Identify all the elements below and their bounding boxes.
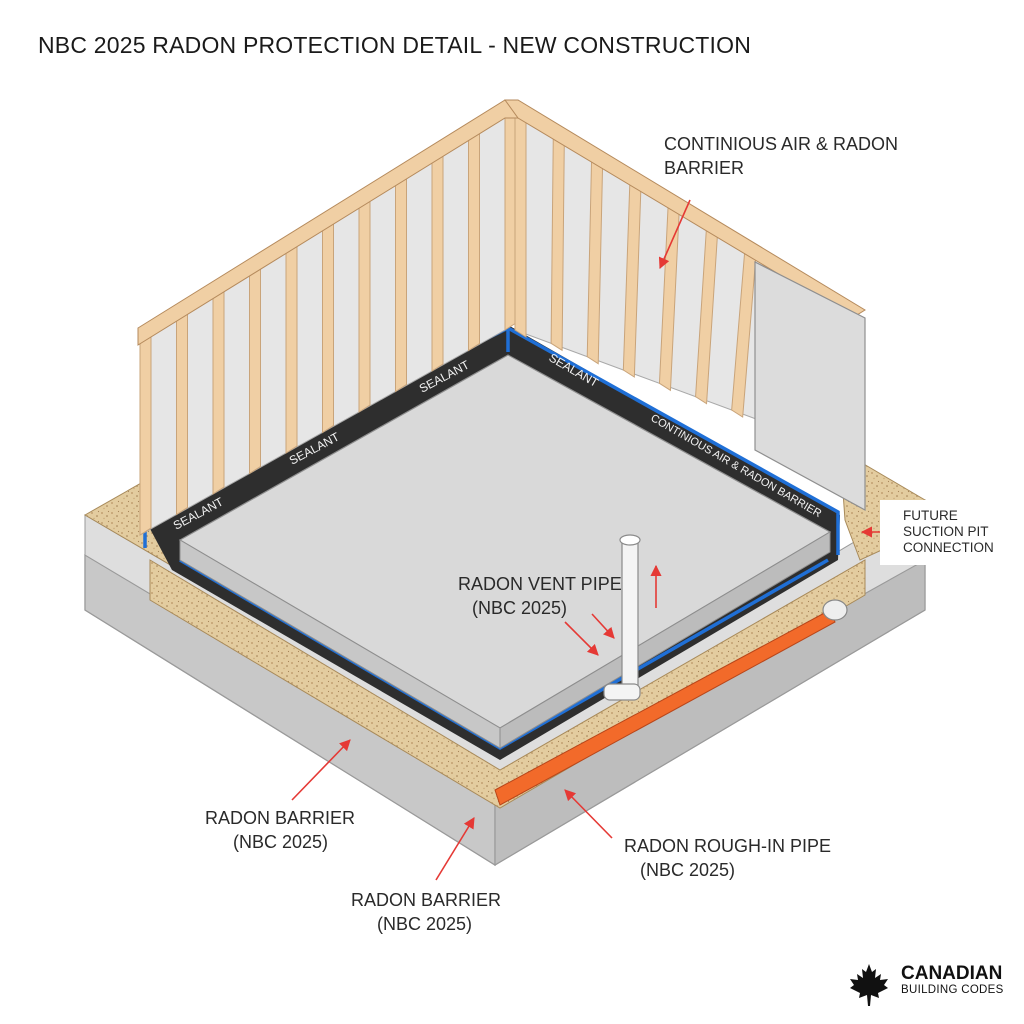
maple-leaf-icon: [850, 964, 888, 1006]
callout-rough-in-line1: RADON ROUGH-IN PIPE: [624, 836, 832, 856]
page-title: NBC 2025 RADON PROTECTION DETAIL - NEW C…: [38, 32, 752, 58]
callout-rough-in-line2: (NBC 2025): [640, 860, 736, 880]
arrow-air-barrier: [658, 199, 691, 270]
logo-name: CANADIAN: [901, 963, 1003, 984]
callout-vent-pipe: RADON VENT PIPE (NBC 2025): [458, 572, 622, 620]
wall-stud: [395, 168, 407, 393]
callout-air-barrier-line1: CONTINIOUS AIR & RADON: [664, 134, 899, 154]
arrow-vent-a: [564, 621, 599, 656]
callout-barrier-left-line2: (NBC 2025): [233, 832, 329, 852]
callout-suction-pit: FUTURE SUCTION PIT CONNECTION: [903, 508, 994, 556]
callout-suction-pit-line3: CONNECTION: [903, 540, 994, 555]
callout-barrier-bottom-line2: (NBC 2025): [377, 914, 473, 934]
callout-rough-in: RADON ROUGH-IN PIPE (NBC 2025): [624, 834, 831, 882]
logo-subtitle: BUILDING CODES: [901, 984, 1004, 996]
wall-stud: [550, 130, 565, 352]
top-plate: [137, 99, 866, 346]
callout-barrier-bottom-line1: RADON BARRIER: [351, 890, 502, 910]
callout-barrier-left: RADON BARRIER (NBC 2025): [205, 806, 355, 854]
callout-barrier-bottom: RADON BARRIER (NBC 2025): [351, 888, 501, 936]
wall-stud: [212, 281, 225, 495]
wall-stud: [504, 100, 517, 331]
arrow-rough-in: [564, 789, 613, 839]
wall-stud: [358, 190, 371, 413]
wall-stud: [322, 213, 334, 434]
vent-pipe: [603, 534, 641, 701]
callout-vent-pipe-line2: (NBC 2025): [472, 598, 568, 618]
wall-stud: [249, 258, 261, 475]
callout-suction-pit-line1: FUTURE: [903, 508, 958, 523]
callout-air-barrier-line2: BARRIER: [664, 158, 745, 178]
arrow-barrier-bottom: [435, 817, 475, 881]
callout-air-barrier: CONTINIOUS AIR & RADON BARRIER: [664, 132, 898, 180]
wall-stud: [514, 107, 527, 338]
wall-stud: [285, 236, 298, 454]
callout-vent-pipe-line1: RADON VENT PIPE: [458, 574, 622, 594]
arrow-vent-b: [591, 613, 615, 639]
wall-stud: [139, 327, 152, 536]
wall-stud: [431, 145, 444, 372]
callout-suction-pit-line2: SUCTION PIT: [903, 524, 989, 539]
concrete-slab: [178, 354, 832, 749]
wall-stud: [176, 304, 188, 516]
suction-pit-notch: [880, 500, 1024, 565]
rough-in-pipe: [494, 599, 848, 806]
callout-barrier-left-line1: RADON BARRIER: [205, 808, 356, 828]
wall-stud: [468, 122, 480, 352]
sheathing-panel: [754, 261, 866, 512]
logo: CANADIAN BUILDING CODES: [846, 962, 1016, 1010]
arrow-barrier-left: [291, 739, 351, 801]
